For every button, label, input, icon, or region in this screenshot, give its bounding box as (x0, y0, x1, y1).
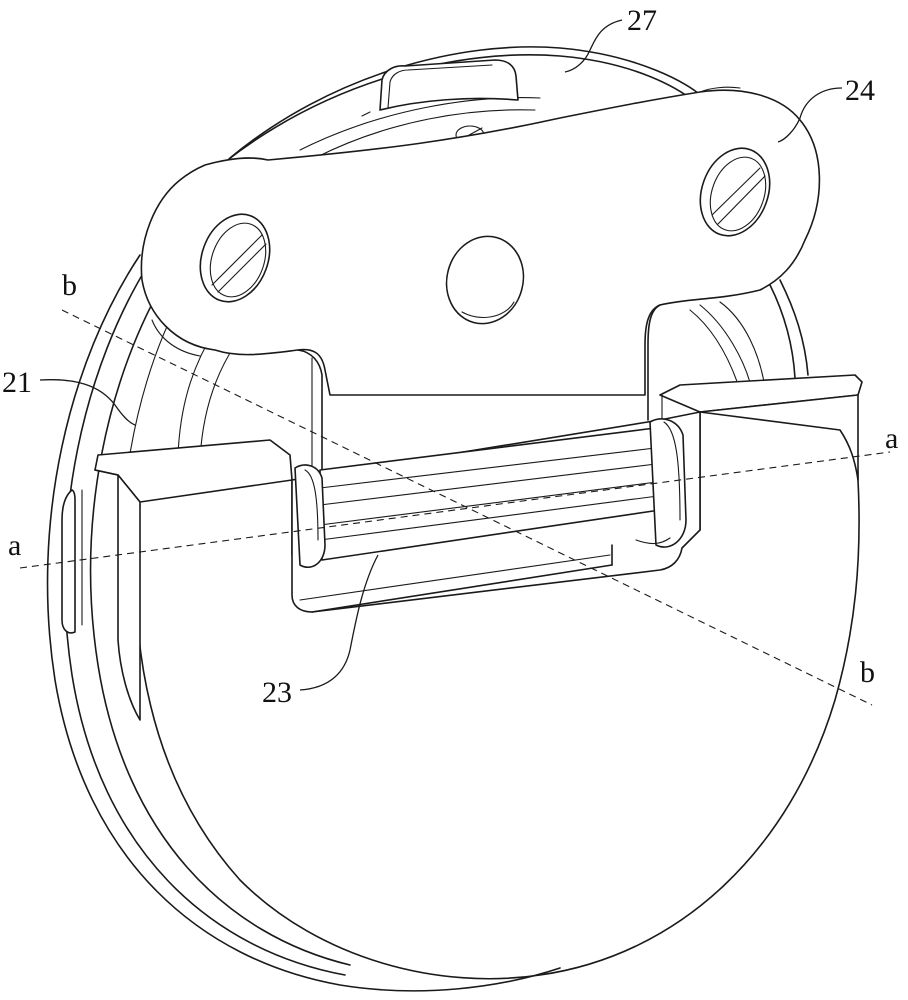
label-axis-a-right: a (885, 422, 898, 455)
label-24: 24 (845, 74, 875, 107)
label-axis-b-left: b (62, 269, 77, 302)
shaft-23 (292, 412, 700, 612)
label-23: 23 (262, 676, 292, 709)
label-axis-a-left: a (8, 529, 21, 562)
leader-21 (40, 380, 135, 425)
label-27: 27 (627, 4, 657, 37)
label-21: 21 (2, 366, 32, 399)
label-axis-b-right: b (860, 656, 875, 689)
